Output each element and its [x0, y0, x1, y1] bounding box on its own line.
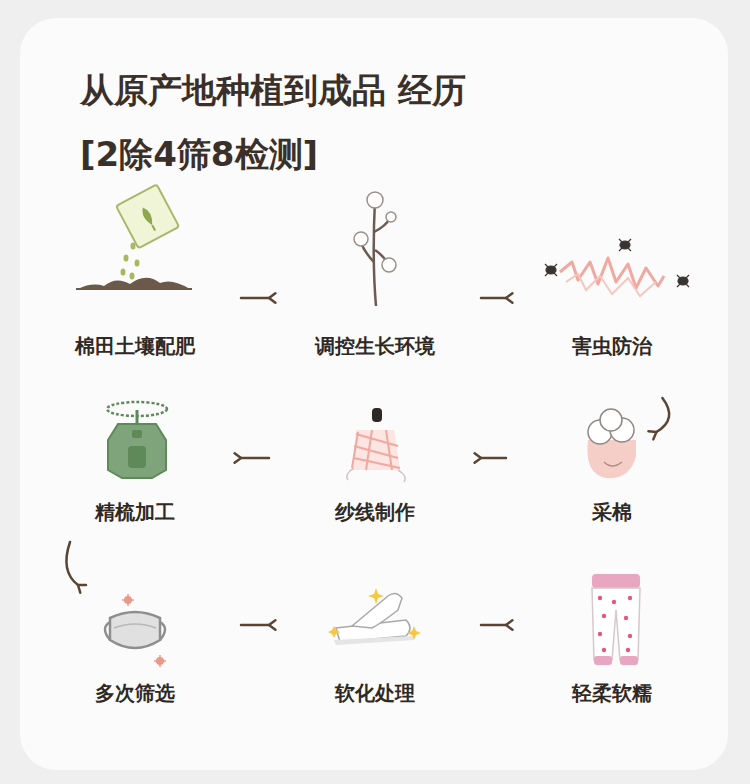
step-node: 害虫防治 — [522, 190, 702, 360]
cotton-boll-icon — [587, 409, 636, 478]
step-label: 害虫防治 — [522, 332, 702, 360]
yarn-icon — [347, 408, 405, 482]
step-label: 轻柔软糯 — [522, 679, 702, 707]
step-node: 精梳加工 — [45, 392, 225, 526]
flow-arrow — [481, 293, 512, 303]
step-node: 多次筛选 — [45, 575, 225, 707]
pants-icon — [592, 574, 640, 665]
step-node: 软化处理 — [285, 575, 465, 707]
flow-arrow — [241, 620, 275, 630]
step-label: 纱线制作 — [285, 498, 465, 526]
step-label: 精梳加工 — [45, 498, 225, 526]
step-node: 轻柔软糯 — [522, 575, 702, 707]
step-label: 软化处理 — [285, 679, 465, 707]
title: 从原产地种植到成品 经历[2除4筛8检测] — [80, 58, 500, 186]
pest-icon — [545, 239, 689, 296]
step-label: 采棉 — [522, 498, 702, 526]
mask-icon — [105, 594, 166, 667]
step-label: 多次筛选 — [45, 679, 225, 707]
step-node: 调控生长环境 — [285, 190, 465, 360]
flow-arrow — [481, 620, 512, 630]
flow-arrow — [66, 542, 86, 593]
step-node: 棉田土壤配肥 — [45, 190, 225, 360]
step-node: 纱线制作 — [285, 392, 465, 526]
flow-arrow — [235, 453, 269, 463]
step-label: 棉田土壤配肥 — [45, 332, 225, 360]
cotton-plant-icon — [354, 192, 396, 306]
seed-icon — [76, 184, 192, 289]
flow-arrow — [648, 398, 669, 439]
soft-fabric-icon — [328, 588, 421, 645]
step-node: 采棉 — [522, 392, 702, 526]
flow-arrow — [241, 293, 275, 303]
flow-arrow — [475, 453, 506, 463]
carding-machine-icon — [107, 402, 167, 478]
step-label: 调控生长环境 — [285, 332, 465, 360]
